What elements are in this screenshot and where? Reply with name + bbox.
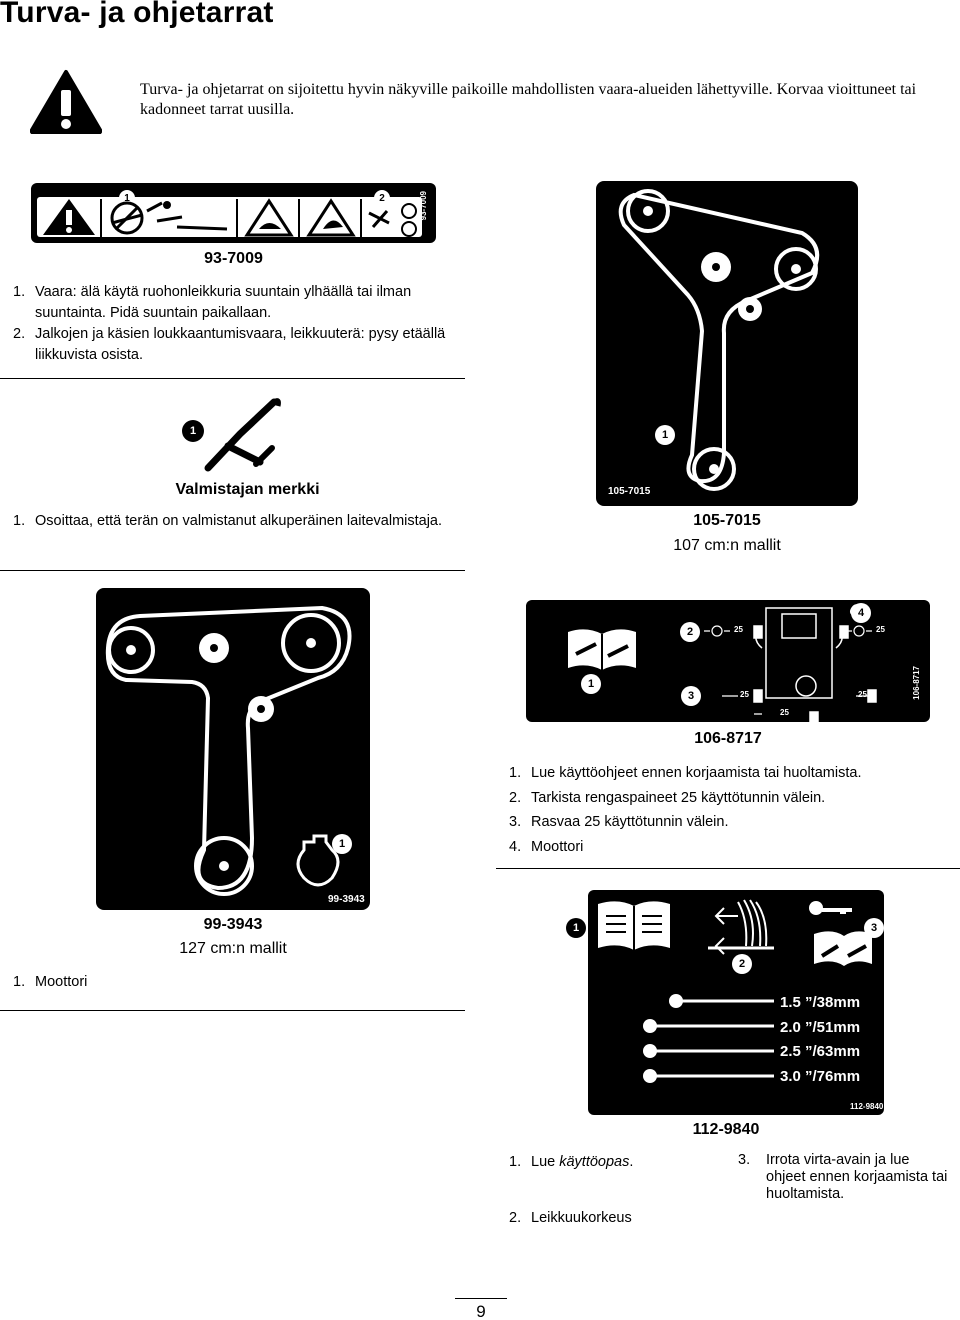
manufacturer-list: 1.Osoittaa, että terän on valmistanut al… <box>13 513 453 530</box>
decal-106-8717: 2 1 3 4 25 25 25 25 25 106-8717 <box>526 600 930 722</box>
list-item: 1.Vaara: älä käytä ruohonleikkuria suunt… <box>13 284 412 321</box>
decal-99-3943: 1 99-3943 <box>96 588 370 910</box>
hours-label: 25 <box>780 708 789 717</box>
maintenance-pictograms <box>568 604 877 722</box>
decal-subcaption: 107 cm:n mallit <box>673 537 781 554</box>
divider <box>0 570 465 571</box>
decal-caption: 99-3943 <box>203 916 263 933</box>
list-item: 1.Moottori <box>13 974 88 990</box>
list-item: 2.Leikkuukorkeus <box>509 1210 632 1226</box>
list-item: 2.Jalkojen ja käsien loukkaantumisvaara,… <box>13 326 446 363</box>
decal-badge: 1 <box>655 425 675 445</box>
decal-badge: 2 <box>374 190 390 206</box>
hours-label: 25 <box>858 690 867 699</box>
decal-part-number: 93-7009 <box>419 191 428 221</box>
page-title: Turva- ja ohjetarrat <box>0 0 274 29</box>
intro-text: Turva- ja ohjetarrat on sijoitettu hyvin… <box>140 81 917 118</box>
decal-93-7009: 1 2 93-7009 <box>31 183 436 243</box>
decal-part-number: 99-3943 <box>328 894 365 905</box>
key-manual-icon <box>809 901 872 966</box>
divider <box>0 378 465 379</box>
list-item: 3.Rasvaa 25 käyttötunnin välein. <box>509 814 729 830</box>
list-item: 4.Moottori <box>509 838 584 855</box>
size-label: 1.5 ”/38mm <box>780 994 861 1011</box>
list-item: 1.Osoittaa, että terän on valmistanut al… <box>13 513 443 529</box>
size-label: 2.0 ”/51mm <box>780 1018 861 1036</box>
book-icon <box>598 901 670 950</box>
divider <box>496 868 960 869</box>
decal-badge: 1 <box>332 834 352 854</box>
decal-part-number: 105-7015 <box>608 486 651 497</box>
pictograms-icon <box>43 198 417 237</box>
decal-badge: 2 <box>680 622 700 642</box>
size-label: 3.0 ”/76mm <box>780 1067 861 1085</box>
decal-caption: 112-9840 <box>692 1121 760 1138</box>
book-icon <box>568 629 636 670</box>
decal-112-9840: 1 2 3 1.5 ”/38mm 2.0 ”/51mm 2.5 ”/63mm 3… <box>566 890 884 1115</box>
height-of-cut-pictograms <box>598 899 872 1083</box>
decal-106-8717-list: 1.Lue käyttöohjeet ennen korjaamista tai… <box>509 761 949 859</box>
decal-badge: 3 <box>864 918 884 938</box>
decal-badge: 1 <box>182 420 204 442</box>
decal-caption: 106-8717 <box>694 730 762 747</box>
list-item: 1.Lue käyttöohjeet ennen korjaamista tai… <box>509 765 862 781</box>
hours-label: 25 <box>740 690 749 699</box>
belt-routing-diagram <box>618 189 820 491</box>
decal-badge: 3 <box>681 686 701 706</box>
page-number-rule <box>455 1298 507 1299</box>
decal-caption: 105-7015 <box>693 512 761 529</box>
page-number: 9 <box>476 1302 486 1320</box>
decal-badge: 4 <box>851 603 871 623</box>
cutting-height-sizes: 1.5 ”/38mm 2.0 ”/51mm 2.5 ”/63mm 3.0 ”/7… <box>780 991 860 1089</box>
decal-subcaption: 127 cm:n mallit <box>179 940 287 957</box>
size-label: 2.5 ”/63mm <box>780 1043 861 1060</box>
warning-triangle-icon <box>30 70 102 134</box>
decal-93-7009-list: 1.Vaara: älä käytä ruohonleikkuria suunt… <box>13 282 463 366</box>
decal-99-3943-list: 1.Moottori <box>13 972 313 993</box>
list-item: 1.Lue käyttöopas. <box>509 1154 634 1170</box>
cutting-height-icon <box>708 899 774 955</box>
decal-badge: 1 <box>581 674 601 694</box>
list-item: 2.Tarkista rengaspaineet 25 käyttötunnin… <box>509 789 826 806</box>
hours-label: 25 <box>734 625 743 634</box>
manufacturer-mark-icon <box>204 398 281 472</box>
decal-caption: 93-7009 <box>204 250 263 267</box>
belt-routing-diagram <box>105 605 352 896</box>
divider <box>0 1010 465 1011</box>
decal-caption: Valmistajan merkki <box>175 481 320 498</box>
decal-105-7015: 1 105-7015 <box>596 181 858 506</box>
decal-badge: 2 <box>732 954 752 974</box>
hours-label: 25 <box>876 625 885 634</box>
decal-part-number: 112-9840 <box>850 1102 884 1111</box>
decal-badge: 1 <box>566 918 586 938</box>
decal-part-number: 106-8717 <box>912 666 921 700</box>
list-item: 3.Irrota virta-avain ja lue ohjeet ennen… <box>738 1152 948 1202</box>
